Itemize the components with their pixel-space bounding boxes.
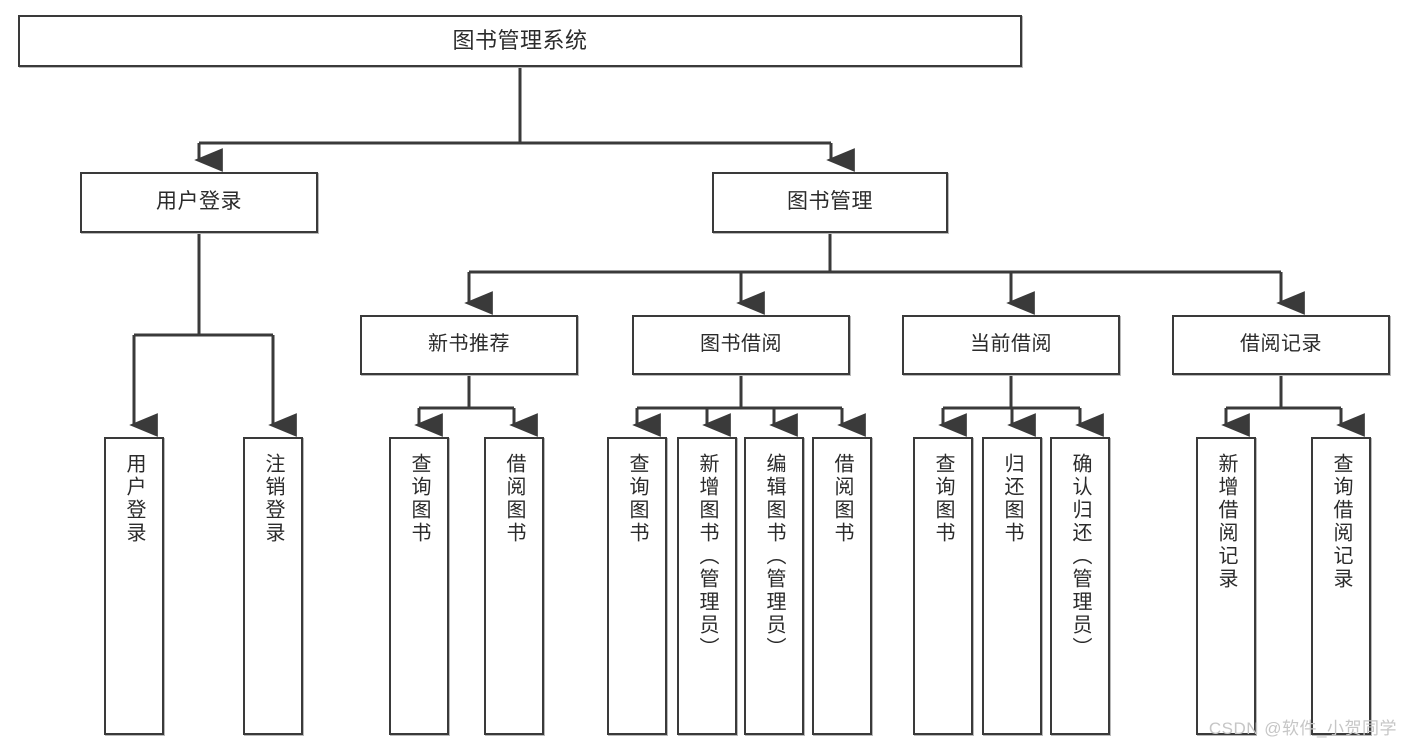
node-leaf-borrow-book-rec[interactable]: 借阅图书: [484, 437, 544, 735]
node-root-system[interactable]: 图书管理系统: [18, 15, 1022, 67]
node-label: 查询图书: [626, 453, 648, 545]
node-new-book-rec[interactable]: 新书推荐: [360, 315, 578, 375]
node-label: 当前借阅: [970, 333, 1052, 356]
node-label: 借阅图书: [831, 453, 853, 545]
node-current-borrow[interactable]: 当前借阅: [902, 315, 1120, 375]
node-leaf-query-book-rec[interactable]: 查询图书: [389, 437, 449, 735]
node-leaf-user-logout[interactable]: 注销登录: [243, 437, 303, 735]
node-label: 查询借阅记录: [1330, 453, 1352, 591]
node-leaf-return-book[interactable]: 归还图书: [982, 437, 1042, 735]
node-leaf-confirm-return[interactable]: 确认归还（管理员）: [1050, 437, 1110, 735]
node-label: 归还图书: [1001, 453, 1023, 545]
node-label: 借阅记录: [1240, 333, 1322, 356]
node-borrow-record[interactable]: 借阅记录: [1172, 315, 1390, 375]
node-label: 图书管理: [787, 190, 873, 214]
node-label: 注销登录: [262, 453, 284, 545]
node-leaf-query-record[interactable]: 查询借阅记录: [1311, 437, 1371, 735]
node-leaf-add-book[interactable]: 新增图书（管理员）: [677, 437, 737, 735]
node-label: 查询图书: [932, 453, 954, 545]
node-user-login[interactable]: 用户登录: [80, 172, 318, 233]
node-label: 编辑图书（管理员）: [763, 453, 785, 660]
node-label: 查询图书: [408, 453, 430, 545]
node-leaf-add-record[interactable]: 新增借阅记录: [1196, 437, 1256, 735]
node-leaf-query-book[interactable]: 查询图书: [607, 437, 667, 735]
node-label: 新书推荐: [428, 333, 510, 356]
node-label: 新增图书（管理员）: [696, 453, 718, 660]
node-label: 图书借阅: [700, 333, 782, 356]
node-leaf-user-login[interactable]: 用户登录: [104, 437, 164, 735]
node-label: 借阅图书: [503, 453, 525, 545]
node-leaf-borrow-book[interactable]: 借阅图书: [812, 437, 872, 735]
node-leaf-edit-book[interactable]: 编辑图书（管理员）: [744, 437, 804, 735]
node-book-manage[interactable]: 图书管理: [712, 172, 948, 233]
watermark-text: CSDN @软件_小贺同学: [1208, 719, 1397, 738]
node-leaf-query-current[interactable]: 查询图书: [913, 437, 973, 735]
node-label: 用户登录: [123, 453, 145, 545]
node-book-borrow[interactable]: 图书借阅: [632, 315, 850, 375]
node-label: 图书管理系统: [452, 28, 588, 54]
node-label: 新增借阅记录: [1215, 453, 1237, 591]
node-label: 用户登录: [156, 190, 242, 214]
node-label: 确认归还（管理员）: [1069, 453, 1091, 660]
